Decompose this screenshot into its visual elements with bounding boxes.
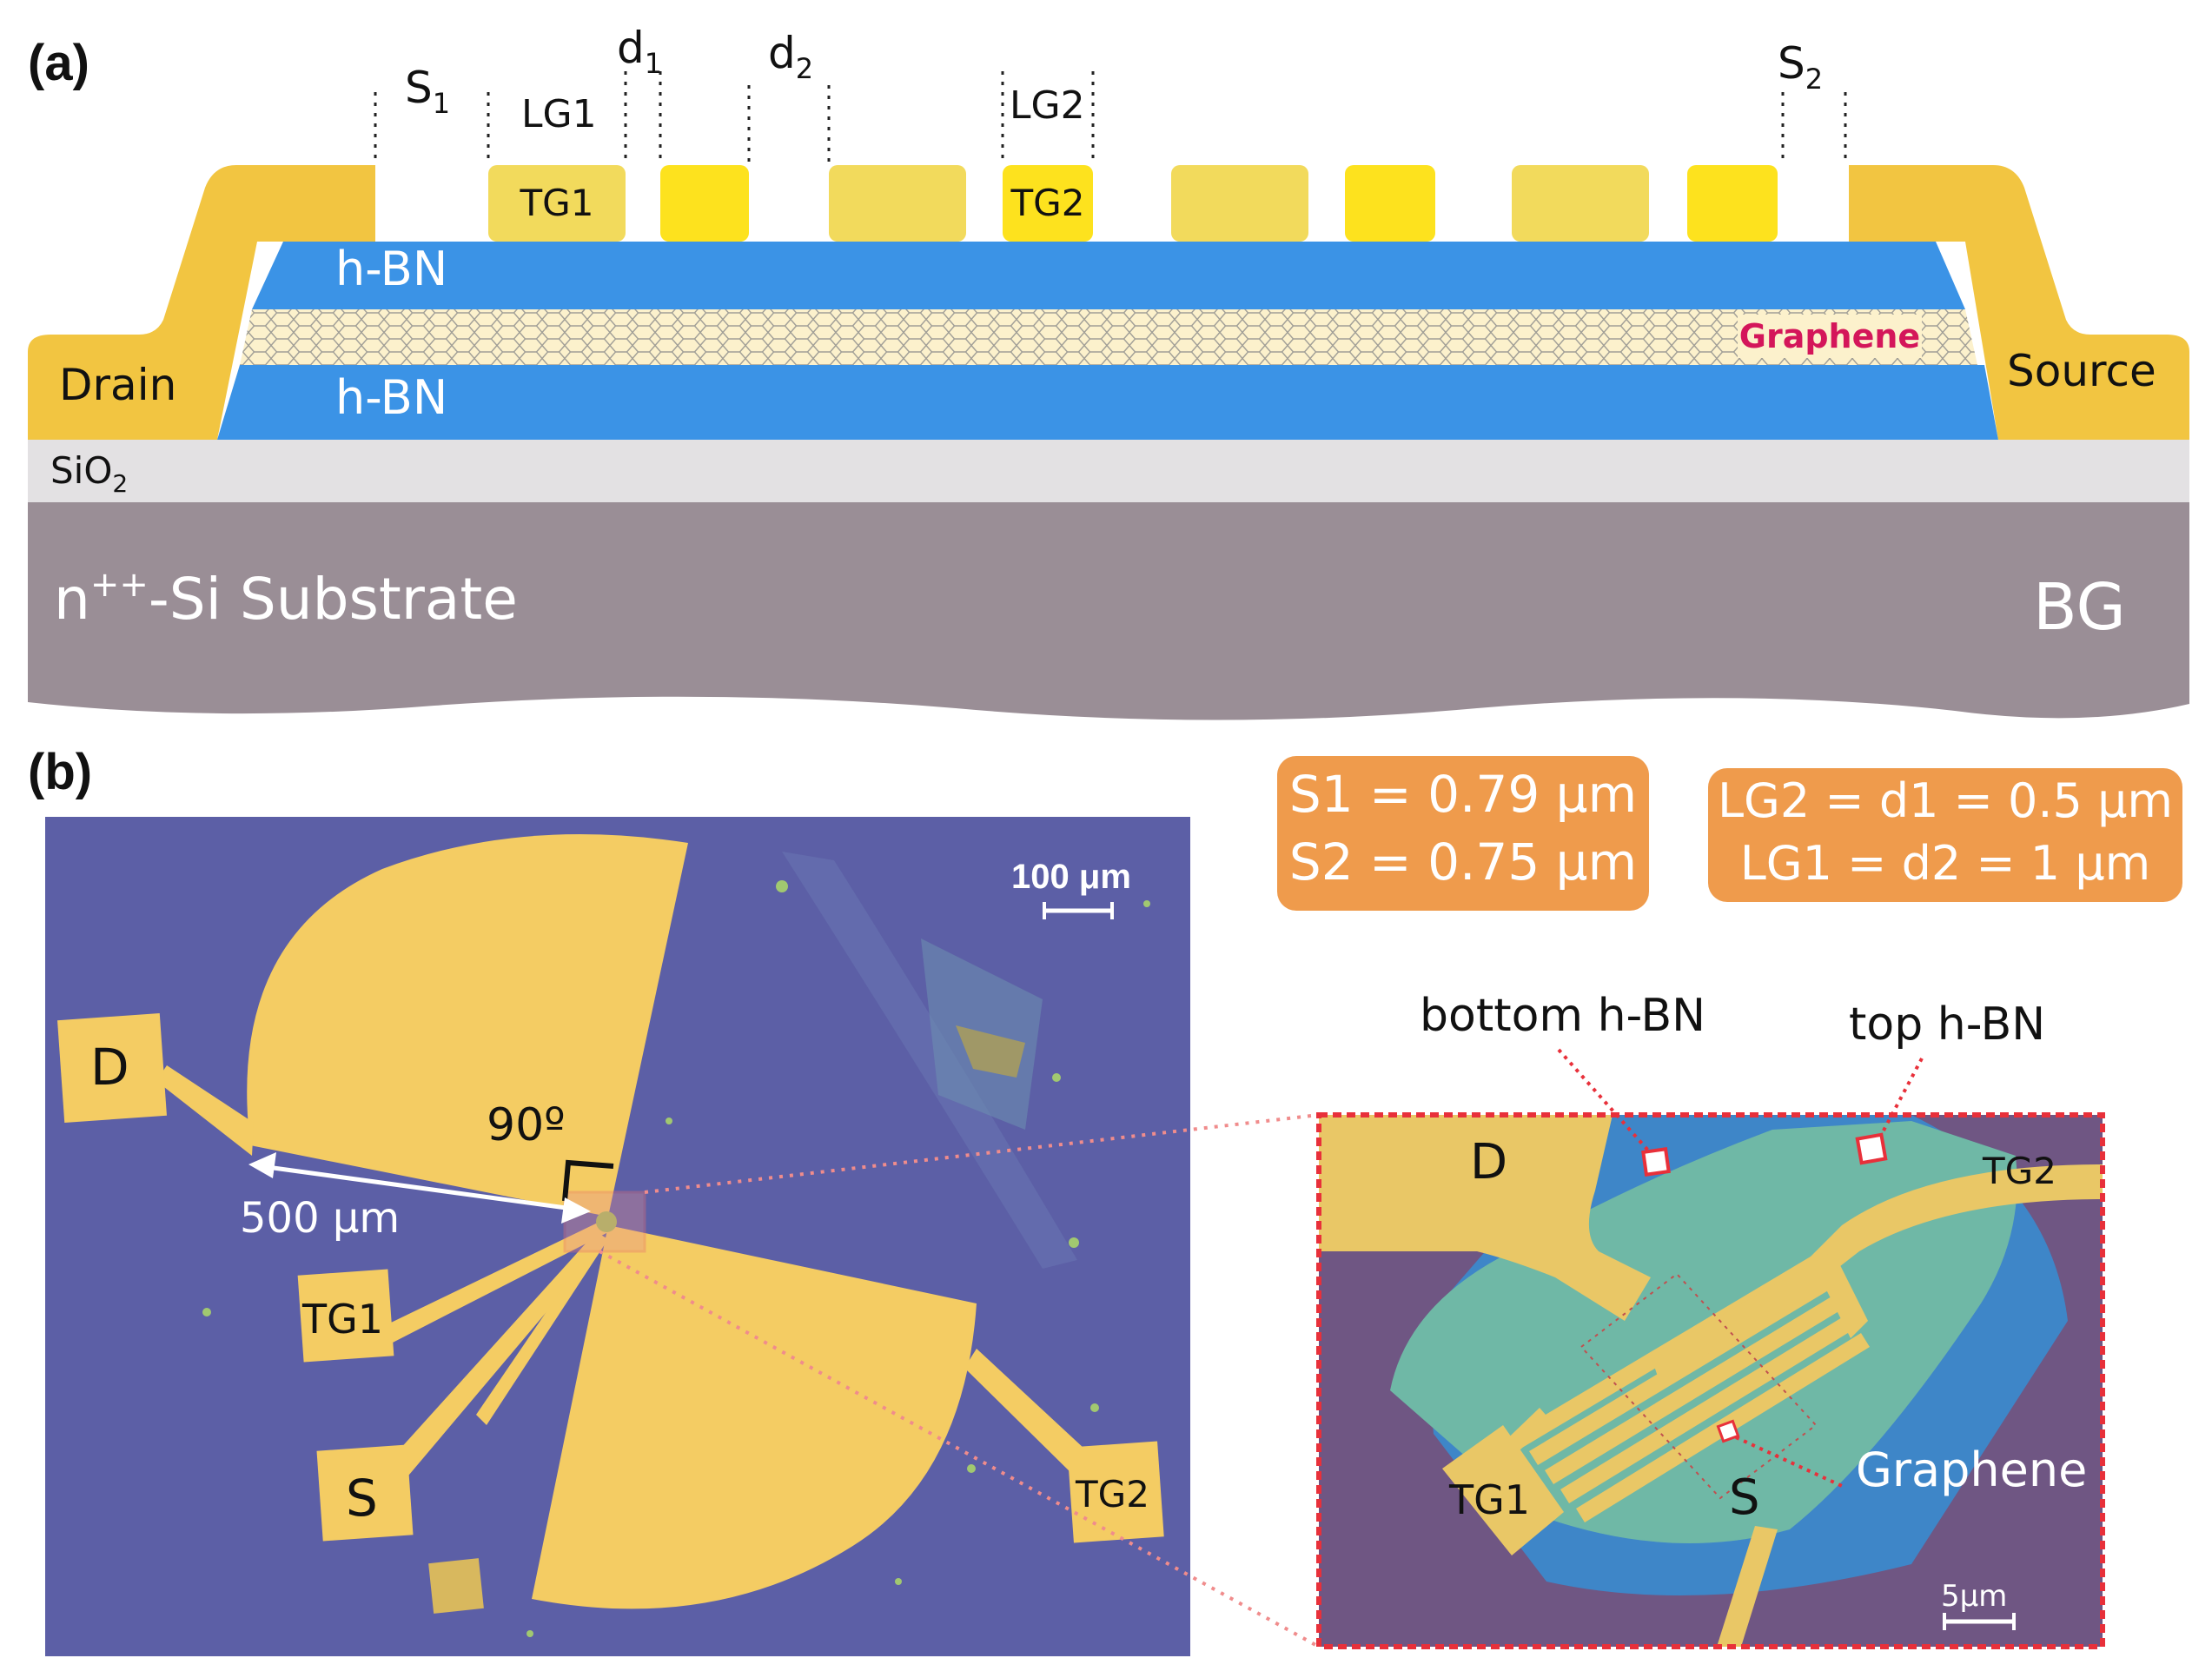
lead-s [382,1234,606,1486]
device-spot [596,1211,617,1232]
inset-micrograph [1319,1115,2103,1647]
label-s2: S2 [1778,38,1823,96]
inset-d-label: D [1470,1134,1507,1191]
sio2-label: SiO2 [50,449,128,498]
graphene-label: Graphene [1739,317,1920,355]
pad-tg1-label: TG1 [301,1296,383,1343]
inset-graphene-label: Graphene [1856,1443,2087,1497]
label-d2: d2 [768,28,813,85]
label-lg2: LG2 [1010,83,1085,128]
distance-label: 500 μm [240,1194,400,1243]
substrate-layer [28,502,2189,720]
zoom-line-top [644,1113,1320,1194]
distance-arrowhead-left [248,1152,276,1178]
drain-label: Drain [59,360,176,410]
lead-tg2 [964,1349,1096,1479]
spec-lg2: LG2 = d1 = 0.5 μm [1718,773,2173,828]
optical-micrograph: 90º 500 μm D TG1 S TG2 100 μm [45,817,1190,1656]
drain-contact [28,165,375,440]
dimension-guides [374,71,1847,162]
marker-bottom-hbn [1641,1147,1671,1177]
device-highlight-box [563,1191,646,1253]
hbn-top-label: h-BN [335,242,447,296]
marker-graphene [1716,1419,1740,1443]
hbn-top-layer [252,242,1965,309]
spec-s2: S2 = 0.75 μm [1289,832,1637,892]
pad-tg1 [297,1269,394,1363]
marker-top-hbn [1855,1132,1888,1165]
pad-s [316,1444,414,1542]
spec-box-lg [1708,768,2182,902]
gate-light-2 [829,165,966,242]
lead-misc [476,1234,608,1425]
source-label: Source [2007,346,2156,396]
lead-drain [156,1065,254,1156]
label-d1: d1 [617,23,662,80]
inset-s-lead [1717,1526,1778,1647]
gate-tg2-label: TG2 [1010,182,1085,224]
spec-s1: S1 = 0.79 μm [1289,765,1637,824]
gate-bright-3 [1345,165,1435,242]
pad-d-label: D [90,1038,129,1097]
pad-debris [428,1558,484,1614]
pad-tg2 [1067,1441,1164,1543]
lead-tg1 [391,1222,608,1343]
label-s1: S1 [405,63,450,120]
drain-fan-electrode [247,834,688,1217]
hbn-bottom-layer [217,365,1998,440]
panel-a-cross-section: (a) [28,23,2189,720]
gate-tg1-label: TG1 [520,182,594,224]
inset-bottom-hbn-label: bottom h-BN [1420,990,1705,1042]
gate-light-3 [1171,165,1308,242]
inset-d-electrode [1319,1115,1651,1321]
callout-top-hbn [1875,1058,1924,1144]
hbn-bottom-label: h-BN [335,370,447,425]
angle-label: 90º [487,1099,566,1151]
gate-tg1 [488,165,626,242]
inset-tg1-electrode [1442,1425,1564,1555]
inset-top-hbn-label: top h-BN [1849,998,2045,1051]
source-fan-electrode [532,1225,977,1609]
substrate-label: n++-Si Substrate [54,565,518,633]
inset-channel-outline [1580,1272,1818,1500]
gate-light-4 [1512,165,1649,242]
spec-box-s [1277,756,1649,911]
panel-b-micrographs: (b) [28,744,2182,1656]
inset-tg2-lead [1807,1164,2103,1276]
scale-bar-label: 100 μm [1011,858,1131,896]
spec-lg1: LG1 = d2 = 1 μm [1740,836,2151,891]
inset-tg1-label: TG1 [1448,1476,1530,1523]
gate-tg2 [1003,165,1093,242]
panel-b-label: (b) [28,744,92,800]
callout-graphene [1735,1436,1843,1488]
zoom-line-bottom [599,1250,1320,1648]
callout-bottom-hbn [1557,1048,1658,1161]
back-gate-label: BG [2033,570,2126,645]
pad-tg2-label: TG2 [1075,1473,1149,1516]
label-lg1: LG1 [521,92,597,136]
pad-s-label: S [346,1469,378,1528]
right-angle-marker [562,1159,614,1202]
gate-bright-1 [660,165,749,242]
source-contact [1849,165,2189,440]
graphene-label-bg [1738,315,1922,358]
distance-arrow [260,1164,579,1212]
gate-bright-4 [1687,165,1778,242]
panel-a-label: (a) [28,35,89,91]
graphene-lattice [240,309,1977,365]
distance-arrowhead-right [561,1197,591,1224]
inset-tg2-label: TG2 [1982,1150,2056,1192]
inset-frame [1316,1112,2105,1649]
pad-d [57,1013,167,1123]
inset-s-label: S [1729,1469,1760,1526]
sio2-layer [28,440,2189,502]
inset-scale-label: 5μm [1941,1579,2007,1614]
